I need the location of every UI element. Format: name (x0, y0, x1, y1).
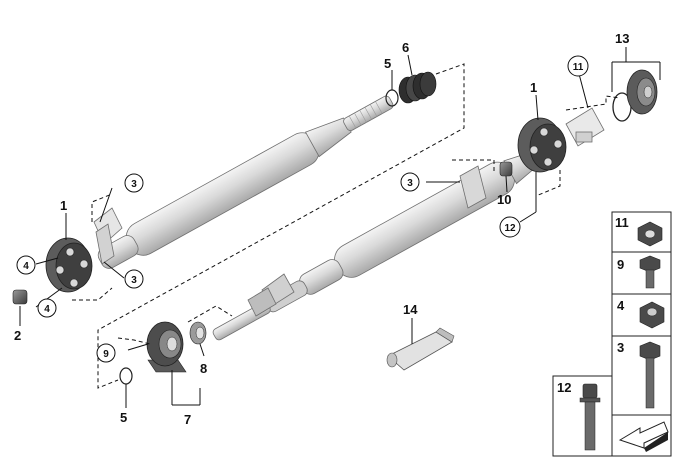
fastener-legend: 11 9 4 3 12 (552, 211, 672, 457)
circlip-part-5-lower (119, 367, 133, 385)
callout-13: 13 (615, 31, 629, 46)
callout-12: 12 (504, 223, 516, 234)
callout-7: 7 (184, 412, 191, 427)
flange-bolt-icon (639, 255, 661, 289)
callout-1-right: 1 (530, 80, 537, 95)
callout-2: 2 (14, 328, 21, 343)
flex-disc-coupling-right (517, 117, 567, 173)
assembly-dashed-lines (72, 63, 621, 389)
output-flange (565, 107, 605, 147)
legend-label-12: 12 (557, 380, 571, 395)
callout-6: 6 (402, 40, 409, 55)
callout-3-c: 3 (407, 178, 413, 189)
bellows-part-6 (398, 71, 437, 104)
legend-label-4: 4 (617, 298, 625, 313)
hex-flange-nut-icon (637, 221, 663, 247)
legend-label-9: 9 (617, 257, 624, 272)
callout-9: 9 (103, 349, 109, 360)
callout-5-upper: 5 (384, 56, 391, 71)
stretch-bolt-icon (579, 383, 601, 451)
nut-part-2 (12, 289, 28, 305)
lower-propeller-shaft (212, 154, 533, 341)
callout-10: 10 (497, 192, 511, 207)
dust-cap-part-8 (189, 321, 207, 345)
center-bearing (146, 321, 187, 373)
legend-label-3: 3 (617, 340, 624, 355)
legend-label-11: 11 (615, 215, 629, 230)
direction-arrow-icon (618, 421, 669, 452)
callout-3-b: 3 (131, 275, 137, 286)
grease-tube-part-14 (386, 327, 455, 371)
upper-propeller-shaft (93, 95, 394, 269)
callout-14: 14 (403, 302, 418, 317)
long-bolt-icon (639, 341, 661, 409)
callout-11: 11 (573, 62, 584, 73)
callout-3-a: 3 (131, 179, 137, 190)
flex-disc-coupling-left (45, 237, 93, 293)
nut-part-10 (499, 161, 513, 177)
callout-labels: 1 1 2 5 5 6 7 8 10 13 14 3 3 3 4 4 9 11 … (14, 31, 629, 427)
lock-nut-icon (639, 301, 665, 329)
callout-8: 8 (200, 361, 207, 376)
callout-4-b: 4 (44, 304, 50, 315)
callout-4-a: 4 (23, 261, 29, 272)
callout-1-left: 1 (60, 198, 67, 213)
callout-5-lower: 5 (120, 410, 127, 425)
transmission-flange-part-13 (626, 69, 658, 115)
